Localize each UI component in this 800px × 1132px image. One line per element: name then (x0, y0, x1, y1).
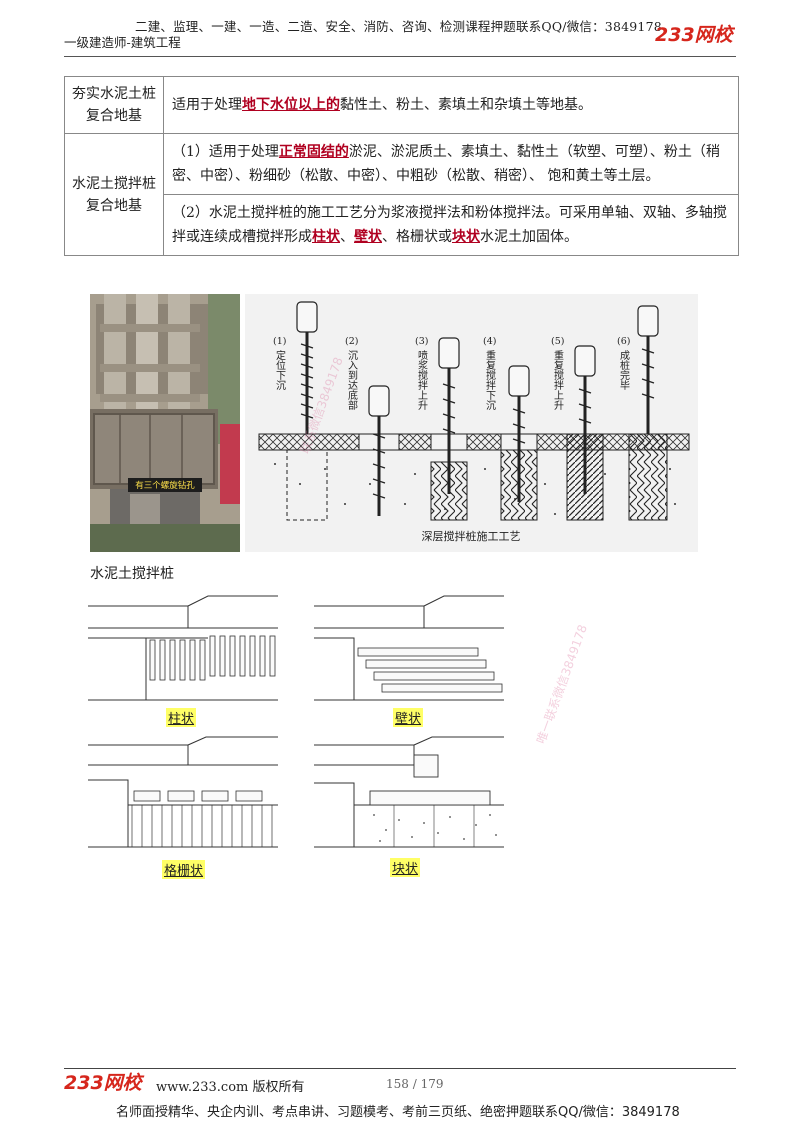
row-label: 水泥土搅拌桩复合地基 (64, 133, 164, 256)
process-title: 深层搅拌桩施工工艺 (422, 529, 521, 543)
table-row: 水泥土搅拌桩复合地基 （1）适用于处理正常固结的淤泥、淤泥质土、素填土、黏性土（… (64, 133, 739, 256)
process-step-1-num: (1) (273, 336, 286, 347)
footer-logo: 233网校 (64, 1072, 145, 1094)
process-step-4-num: (4) (483, 336, 496, 347)
row-text: 适用于处理地下水位以上的黏性土、粉土、素填土和杂填土等地基。 (163, 76, 739, 134)
row-label: 夯实水泥土桩复合地基 (64, 76, 164, 134)
row-text: （1）适用于处理正常固结的淤泥、淤泥质土、素填土、黏性土（软塑、可塑）、粉土（稍… (163, 133, 739, 195)
footer-logo-text: 233网校 (64, 1072, 145, 1094)
process-step-6-text: 成桩完毕 (618, 350, 630, 390)
column-pattern-illustration (88, 588, 278, 703)
brand-logo: 233网校 (655, 24, 735, 46)
column-pattern-label: 柱状 (166, 708, 197, 727)
table-row: （2）水泥土搅拌桩的施工工艺分为浆液搅拌法和粉体搅拌法。可采用单轴、双轴、多轴搅… (65, 194, 739, 256)
photo-label: 有三个螺旋钻孔 (135, 480, 195, 491)
process-step-5-text: 重复搅拌上升 (552, 349, 564, 411)
process-step-6-num: (6) (617, 336, 630, 347)
block-pattern-illustration (314, 735, 504, 850)
process-step-2-text: 沉入到达底部 (346, 349, 358, 411)
footer-site: www.233.com 版权所有 (156, 1080, 305, 1095)
highlight: 壁状 (354, 229, 382, 245)
highlight: 地下水位以上的 (242, 97, 340, 113)
mixing-pile-process-diagram: (1) (2) (3) (4) (5) (6) 定位下沉 沉入到达底部 喷浆搅拌… (245, 294, 698, 552)
process-step-1-text: 定位下沉 (274, 349, 286, 390)
figure-caption: 水泥土搅拌桩 (90, 566, 174, 582)
process-step-5-num: (5) (551, 336, 564, 347)
highlight: 正常固结的 (278, 144, 349, 160)
process-step-3-text: 喷浆搅拌上升 (416, 350, 428, 411)
table-row: 夯实水泥土桩复合地基 适用于处理地下水位以上的黏性土、粉土、素填土和杂填土等地基… (64, 76, 739, 134)
brand-logo-text: 233网校 (655, 24, 735, 46)
drilling-rig-photo: 有三个螺旋钻孔 (90, 294, 240, 552)
process-step-2-num: (2) (345, 336, 358, 347)
footer-contact-line: 名师面授精华、央企内训、考点串讲、习题模考、考前三页纸、绝密押题联系QQ/微信：… (116, 1105, 680, 1120)
header-rule (64, 56, 736, 57)
page-number: 158 / 179 (386, 1077, 444, 1091)
foundation-table: 夯实水泥土桩复合地基 适用于处理地下水位以上的黏性土、粉土、素填土和杂填土等地基… (64, 76, 739, 256)
header-contact-line: 二建、监理、一建、一造、二造、安全、消防、咨询、检测课程押题联系QQ/微信：38… (135, 19, 662, 34)
watermark: 唯一联系微信3849178 (533, 622, 590, 746)
grid-pattern-illustration (88, 735, 278, 850)
row-text: （2）水泥土搅拌桩的施工工艺分为浆液搅拌法和粉体搅拌法。可采用单轴、双轴、多轴搅… (163, 194, 739, 256)
wall-pattern-illustration (314, 588, 504, 703)
process-step-3-num: (3) (415, 336, 428, 347)
footer-rule (64, 1068, 736, 1069)
block-pattern-label: 块状 (390, 858, 421, 877)
process-step-4-text: 重复搅拌下沉 (484, 349, 496, 410)
grid-pattern-label: 格栅状 (162, 860, 206, 879)
header-subject: 一级建造师-建筑工程 (64, 35, 181, 50)
highlight: 块状 (452, 229, 480, 245)
highlight: 柱状 (312, 229, 340, 245)
wall-pattern-label: 壁状 (393, 708, 424, 727)
